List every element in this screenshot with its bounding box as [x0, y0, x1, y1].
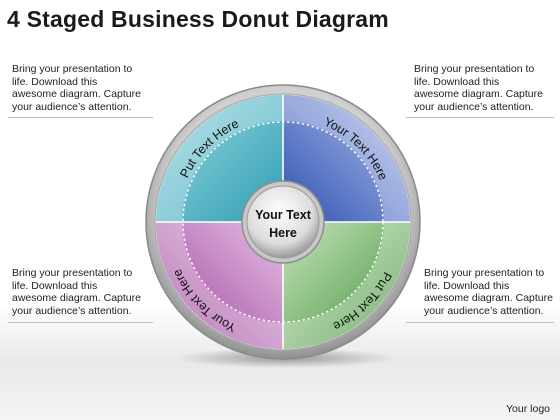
note-bottom-left: Bring your presentation to life. Downloa… — [12, 267, 141, 317]
note-line: your audience’s attention. — [414, 100, 534, 113]
note-line: your audience’s attention. — [12, 304, 132, 317]
note-line: awesome diagram. Capture — [424, 292, 553, 305]
page-title: 4 Staged Business Donut Diagram — [7, 6, 389, 32]
divider-top-right — [406, 117, 554, 118]
note-line: Bring your presentation to — [414, 63, 535, 75]
note-line: Bring your presentation to — [424, 267, 545, 279]
logo-text: Your logo — [506, 403, 550, 415]
note-top-right: Bring your presentation to life. Downloa… — [414, 63, 543, 113]
note-line: Bring your presentation to — [12, 63, 133, 75]
note-line: life. Download this — [424, 279, 510, 292]
note-top-left: Bring your presentation to life. Downloa… — [12, 63, 141, 113]
note-bottom-right: Bring your presentation to life. Downloa… — [424, 267, 553, 317]
center-label-line-2: Here — [269, 226, 297, 240]
divider-top-left — [8, 117, 153, 118]
donut-dashed-ring — [182, 121, 384, 323]
center-label-line-1: Your Text — [255, 208, 312, 222]
donut-center-hub — [246, 185, 320, 259]
note-line: awesome diagram. Capture — [414, 88, 543, 101]
note-line: Bring your presentation to — [12, 267, 133, 279]
note-line: life. Download this — [12, 75, 98, 88]
divider-bottom-left — [8, 322, 153, 323]
note-line: awesome diagram. Capture — [12, 292, 141, 305]
note-line: your audience’s attention. — [424, 304, 544, 317]
note-line: life. Download this — [12, 279, 98, 292]
note-line: your audience’s attention. — [12, 100, 132, 113]
divider-bottom-right — [406, 322, 554, 323]
note-line: life. Download this — [414, 75, 500, 88]
note-line: awesome diagram. Capture — [12, 88, 141, 101]
